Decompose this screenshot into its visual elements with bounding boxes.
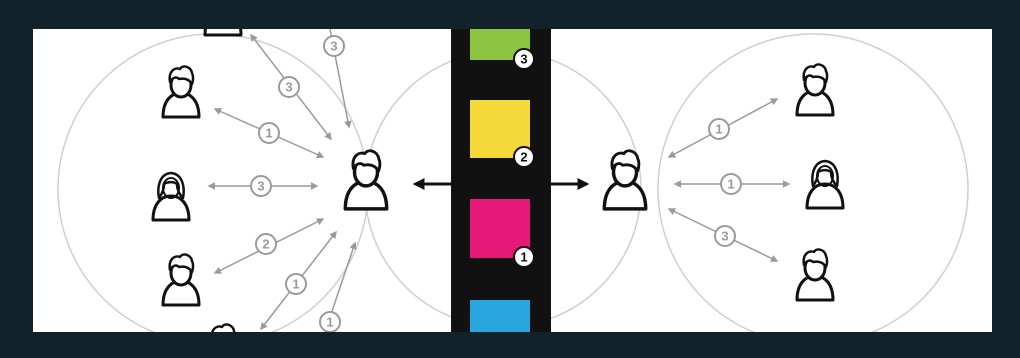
left-person-1 [161,64,201,119]
left-person-top-partial [203,29,243,37]
right-arrow-0-label: 1 [715,122,722,137]
left-network-circle [57,33,369,332]
right-arrow-0: 1 [667,98,779,158]
stack-block-blue [470,300,530,332]
left-arrow-4-label: 2 [262,237,269,252]
left-arrow-3: 3 [207,175,319,197]
left-arrow-5-label: 1 [292,277,299,292]
left-person-3 [161,252,201,307]
left-arrows: 3 3 1 3 [207,29,357,332]
right-person-1 [795,62,835,117]
center-stack-bar [451,29,551,332]
right-arrow-1-label: 1 [727,177,734,192]
left-central-person [343,149,389,211]
stack-block-magenta: 1 [470,199,535,268]
right-arrow-2-label: 3 [721,229,728,244]
left-arrow-6-label: 1 [326,315,333,330]
stack-block-green: 3 [470,29,535,70]
left-arrow-3-label: 3 [257,179,264,194]
right-person-2 [805,159,845,210]
right-arrow-2: 3 [667,208,779,262]
left-arrow-1-label: 3 [285,80,292,95]
right-person-3 [795,247,835,302]
left-person-bottom-partial [203,322,243,332]
left-arrow-1: 3 [250,33,332,141]
stack-block-green-label: 3 [520,52,527,67]
right-network-circle [657,33,969,332]
diagram-canvas: 3 3 1 3 [33,29,992,332]
left-arrow-0-label: 3 [330,39,337,54]
left-arrow-0: 3 [323,29,352,129]
right-central-person [602,149,648,211]
stack-block-yellow-label: 2 [520,150,527,165]
left-arrow-2: 1 [213,108,325,158]
left-arrow-6: 1 [319,241,357,332]
left-arrow-2-label: 1 [265,126,272,141]
left-person-2 [151,171,191,222]
network-diagram: 3 3 1 3 [57,29,969,332]
left-arrow-5: 1 [260,230,337,331]
stack-block-yellow: 2 [470,100,535,168]
right-arrows: 1 1 3 [667,98,791,262]
right-arrow-1: 1 [673,173,791,195]
left-arrow-4: 2 [213,218,325,274]
stack-block-magenta-label: 1 [520,250,527,265]
